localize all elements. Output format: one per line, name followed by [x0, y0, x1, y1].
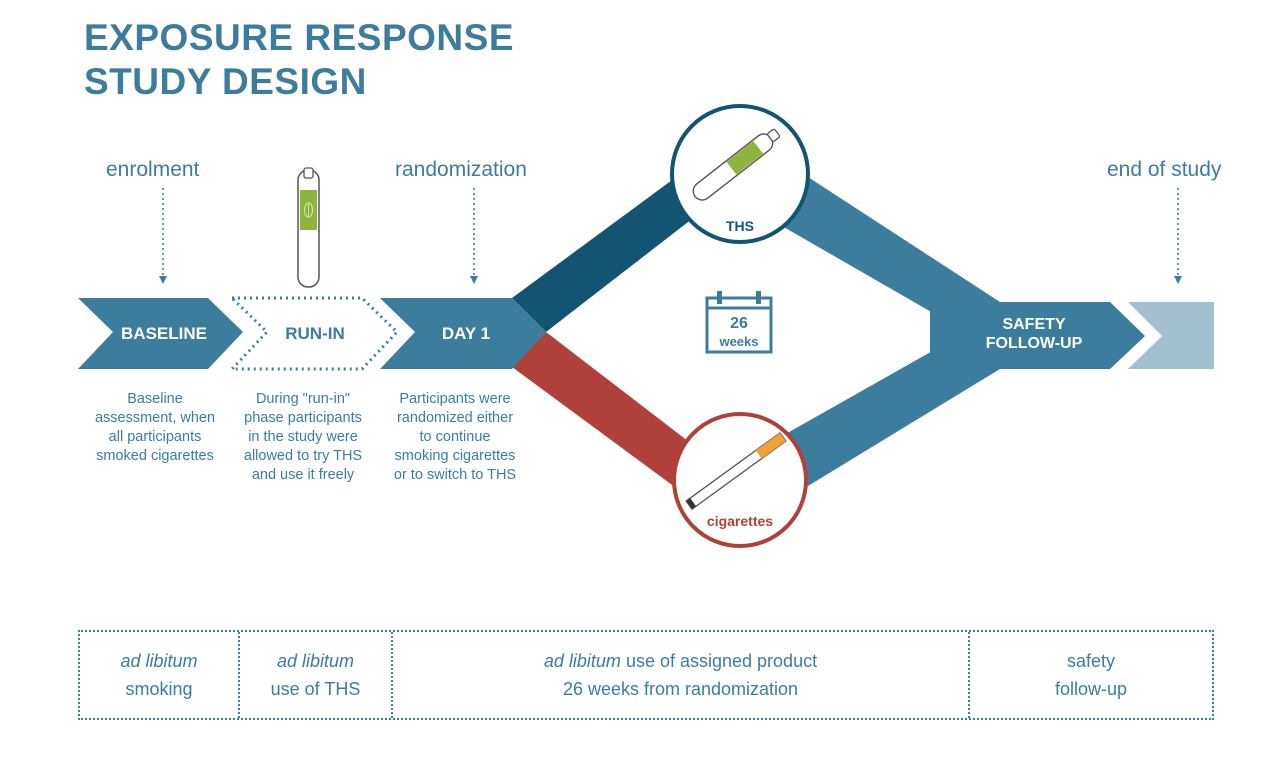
phase-summary-table: ad libitum smoking ad libitum use of THS… [78, 630, 1214, 720]
ths-arm-label: THS [726, 218, 754, 234]
day1-label: DAY 1 [442, 324, 490, 343]
baseline-description: Baseline assessment, when all participan… [82, 390, 228, 466]
day1-desc-line: or to switch to THS [393, 467, 517, 483]
day1-desc-line: randomized either [396, 410, 514, 426]
safety-label-line2: FOLLOW-UP [986, 335, 1083, 352]
run-in-desc-line: phase participants [244, 410, 362, 426]
run-in-desc-line: During "run-in" [255, 391, 351, 407]
baseline-chevron [78, 298, 243, 369]
run-in-desc-line: allowed to try THS [243, 448, 363, 464]
baseline-desc-line: smoked cigarettes [96, 448, 214, 464]
page-title: EXPOSURE RESPONSE STUDY DESIGN [84, 16, 514, 104]
end-of-study-chevron [1128, 302, 1214, 369]
enrolment-arrowhead [159, 276, 167, 284]
run-in-description: During "run-in" phase participants in th… [228, 390, 378, 485]
summary-box-text: safety [1066, 651, 1116, 671]
run-in-chevron [228, 296, 400, 371]
cigarettes-arm-band-out [775, 332, 1000, 486]
day1-desc-line: to continue [419, 429, 491, 445]
title-line-1: EXPOSURE RESPONSE [84, 17, 515, 58]
ths-device-icon [297, 167, 320, 288]
summary-box-text: use of THS [270, 679, 361, 699]
ths-arm-circle: THS [670, 104, 810, 244]
summary-box-safety: safety follow-up [968, 632, 1212, 718]
cigarettes-arm-circle: cigarettes [672, 412, 808, 548]
duration-number: 26 [730, 315, 748, 332]
duration-unit: weeks [718, 334, 758, 349]
safety-label-line1: SAFETY [1002, 316, 1065, 333]
end-of-study-arrowhead [1174, 276, 1182, 284]
calendar-icon: 26 weeks [705, 291, 773, 354]
summary-box-line1: ad libitum use of assigned product [544, 647, 817, 675]
summary-box-italic: ad libitum [276, 651, 355, 671]
run-in-desc-line: in the study were [248, 429, 358, 445]
randomization-arrowhead [470, 276, 478, 284]
summary-box-baseline: ad libitum smoking [80, 632, 238, 718]
summary-box-italic: ad libitum [120, 651, 198, 671]
cigarettes-arm-label: cigarettes [707, 513, 773, 529]
milestone-enrolment: enrolment [106, 158, 200, 181]
run-in-label: RUN-IN [285, 324, 345, 343]
summary-box-text: use of assigned product [625, 651, 818, 671]
summary-box-text: smoking [125, 679, 193, 699]
title-line-2: STUDY DESIGN [84, 61, 367, 102]
summary-box-line2: 26 weeks from randomization [562, 679, 799, 699]
baseline-desc-line: assessment, when [94, 410, 216, 426]
summary-box-randomized: ad libitum use of assigned product 26 we… [391, 632, 968, 718]
milestone-randomization: randomization [395, 158, 527, 181]
day1-description: Participants were randomized either to c… [380, 390, 530, 485]
ths-arm-band-out [775, 177, 1000, 332]
baseline-desc-line: all participants [108, 429, 202, 445]
run-in-desc-line: and use it freely [251, 467, 355, 483]
baseline-label: BASELINE [121, 324, 207, 343]
cigarettes-arm-band-in [512, 332, 710, 493]
summary-box-italic: ad libitum [543, 651, 621, 671]
baseline-desc-line: Baseline [127, 391, 183, 407]
day1-desc-line: Participants were [399, 391, 511, 407]
summary-box-run-in: ad libitum use of THS [238, 632, 391, 718]
ths-arm-band-in [512, 172, 710, 332]
safety-follow-up-chevron [930, 302, 1145, 369]
day1-desc-line: smoking cigarettes [394, 448, 516, 464]
milestone-end-of-study: end of study [1107, 158, 1222, 181]
day1-chevron [380, 298, 546, 369]
summary-box-line2: follow-up [1054, 679, 1128, 699]
